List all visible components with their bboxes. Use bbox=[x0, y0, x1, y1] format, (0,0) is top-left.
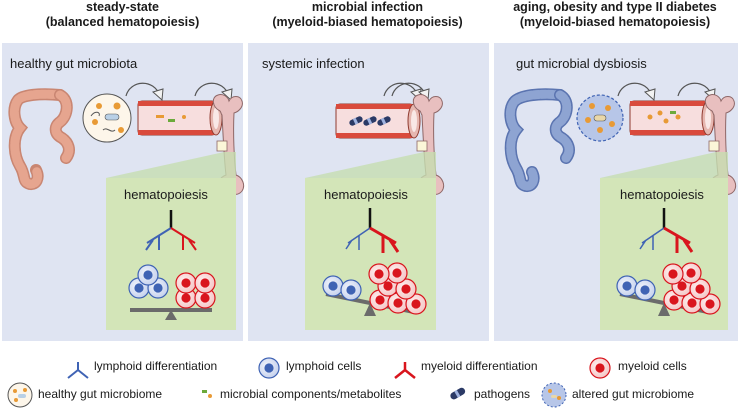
legend-myeloid-differentiation-icon bbox=[394, 362, 416, 379]
legend-microbial-components-label: microbial components/metabolites bbox=[220, 387, 402, 401]
legend-lymphoid-differentiation-label: lymphoid differentiation bbox=[94, 359, 218, 373]
panel2-differentiation-tree bbox=[345, 208, 400, 253]
panel3-header: aging, obesity and type II diabetes (mye… bbox=[490, 0, 740, 40]
panel2-header-title: microbial infection bbox=[311, 0, 424, 14]
panel2-header: microbial infection (myeloid-biased hema… bbox=[245, 0, 490, 40]
legend-pathogens-label: pathogens bbox=[474, 387, 531, 401]
panel1-hematopoiesis-box bbox=[106, 178, 236, 330]
panel3-header-subtitle: (myeloid-biased hematopoiesis) bbox=[519, 15, 711, 29]
legend-altered-gut-microbiome-label: altered gut microbiome bbox=[572, 387, 695, 401]
altered-gut-icon bbox=[504, 88, 575, 193]
panel3-differentiation-tree bbox=[639, 208, 694, 253]
panel1-header-title: steady-state bbox=[86, 0, 159, 14]
legend-healthy-gut-microbiome-icon bbox=[7, 382, 33, 408]
legend-altered-gut-microbiome-icon bbox=[541, 382, 567, 408]
panel3-hematopoiesis-label: hematopoiesis bbox=[620, 187, 704, 202]
panel2-hematopoiesis-label: hematopoiesis bbox=[324, 187, 408, 202]
legend-pathogens-icon bbox=[450, 387, 466, 400]
panel1-differentiation-tree bbox=[145, 210, 197, 251]
legend-myeloid-cells-icon bbox=[589, 357, 611, 379]
legend-lymphoid-cells-label: lymphoid cells bbox=[286, 359, 362, 373]
healthy-gut-icon bbox=[8, 88, 75, 191]
legend-myeloid-differentiation-label: myeloid differentiation bbox=[421, 359, 538, 373]
panel1-header-subtitle: (balanced hematopoiesis) bbox=[45, 15, 200, 29]
healthy-gut-microbiome-icon bbox=[82, 93, 132, 143]
legend-lymphoid-differentiation-icon bbox=[67, 362, 89, 379]
panel3-caption: gut microbial dysbiosis bbox=[516, 56, 647, 71]
legend-myeloid-cells-label: myeloid cells bbox=[618, 359, 687, 373]
legend-healthy-gut-microbiome-label: healthy gut microbiome bbox=[38, 387, 163, 401]
panel3-header-title: aging, obesity and type II diabetes bbox=[513, 0, 717, 14]
blood-vessel-icon bbox=[137, 100, 223, 136]
panel1-balance-scale bbox=[130, 308, 212, 320]
panel2-caption: systemic infection bbox=[262, 56, 365, 71]
panel3-blood-vessel-icon bbox=[629, 100, 715, 136]
panel1-header: steady-state (balanced hematopoiesis) bbox=[0, 0, 245, 40]
panel2-header-subtitle: (myeloid-biased hematopoiesis) bbox=[272, 15, 463, 29]
legend-lymphoid-cells-icon bbox=[258, 357, 280, 379]
panel2-blood-vessel-icon bbox=[335, 103, 421, 139]
altered-gut-microbiome-icon bbox=[576, 94, 624, 142]
panel1-caption: healthy gut microbiota bbox=[10, 56, 138, 71]
panel1-hematopoiesis-label: hematopoiesis bbox=[124, 187, 208, 202]
legend-microbial-components-icon bbox=[202, 390, 212, 398]
